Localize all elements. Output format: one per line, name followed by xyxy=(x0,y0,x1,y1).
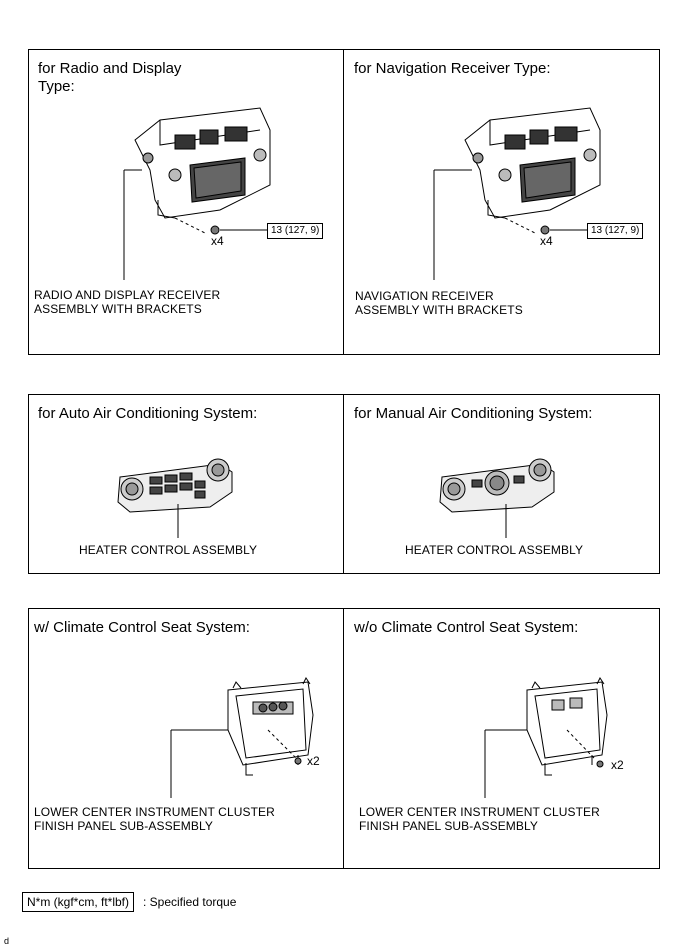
panel-frame-row2 xyxy=(28,394,660,574)
panel-title-with-climate-seat: w/ Climate Control Seat System: xyxy=(34,619,250,636)
part-label-heater-control: HEATER CONTROL ASSEMBLY xyxy=(79,543,258,557)
part-label-finish-panel: LOWER CENTER INSTRUMENT CLUSTER FINISH P… xyxy=(34,805,275,833)
panel-divider-row1 xyxy=(343,49,344,355)
quantity-label: x4 xyxy=(540,234,553,248)
panel-divider-row2 xyxy=(343,394,344,574)
manual-heater-control-illustration xyxy=(439,458,555,538)
part-label-navigation-receiver: NAVIGATION RECEIVER ASSEMBLY WITH BRACKE… xyxy=(355,289,523,317)
part-label-heater-control: HEATER CONTROL ASSEMBLY xyxy=(405,543,584,557)
quantity-label: x2 xyxy=(307,754,320,768)
panel-title-navigation: for Navigation Receiver Type: xyxy=(354,60,551,77)
auto-heater-control-illustration xyxy=(117,458,233,538)
panel-divider-row3 xyxy=(343,608,344,869)
torque-spec-box: 13 (127, 9) xyxy=(587,223,644,239)
part-label-finish-panel: LOWER CENTER INSTRUMENT CLUSTER FINISH P… xyxy=(359,805,600,833)
quantity-label: x4 xyxy=(211,234,224,248)
finish-panel-without-seat-illustration xyxy=(484,677,608,798)
torque-spec-box: 13 (127, 9) xyxy=(267,223,324,239)
legend-description: : Specified torque xyxy=(143,895,237,909)
panel-frame-row1 xyxy=(28,49,660,355)
figure-code: d xyxy=(4,936,10,946)
panel-title-without-climate-seat: w/o Climate Control Seat System: xyxy=(354,619,579,636)
navigation-unit-illustration xyxy=(433,107,601,280)
panel-title-radio-display: for Radio and Display Type: xyxy=(38,60,182,95)
torque-unit-legend-box: N*m (kgf*cm, ft*lbf) xyxy=(22,892,135,912)
panel-title-manual-ac: for Manual Air Conditioning System: xyxy=(354,405,593,422)
quantity-label: x2 xyxy=(611,758,624,772)
panel-title-auto-ac: for Auto Air Conditioning System: xyxy=(38,405,258,422)
panel-frame-row3 xyxy=(28,608,660,869)
part-label-radio-receiver: RADIO AND DISPLAY RECEIVER ASSEMBLY WITH… xyxy=(34,288,221,316)
finish-panel-with-seat-illustration xyxy=(170,677,314,798)
radio-unit-illustration xyxy=(123,107,271,280)
